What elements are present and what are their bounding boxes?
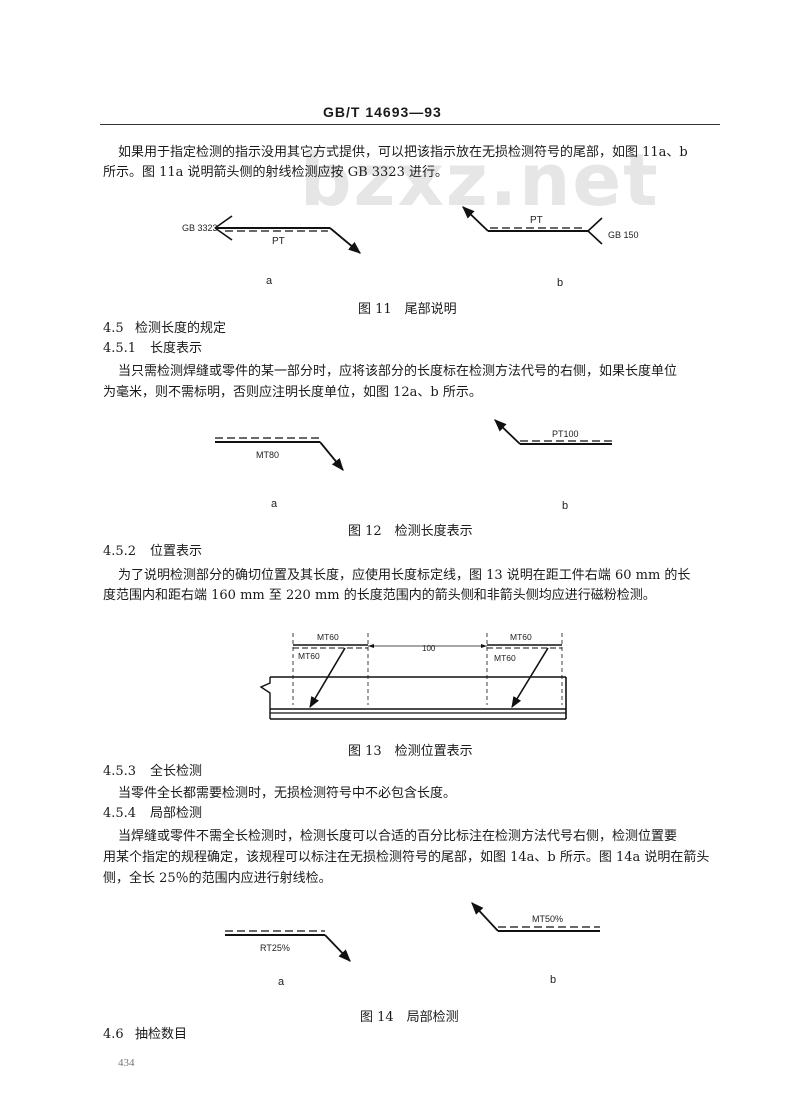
fig11-label-b: b: [557, 277, 563, 289]
section-4-5-4-number: 4.5.4: [103, 806, 137, 821]
section-4-5-number: 4.5: [103, 321, 124, 336]
intro-line-2: 所示。图 11a 说明箭头侧的射线检测应按 GB 3323 进行。: [103, 165, 448, 180]
fig12b-label: PT100: [552, 429, 579, 439]
header-rule: [100, 124, 720, 125]
figure-13: MT60 MT60 100 MT60 MT60: [259, 632, 567, 720]
section-4-6-title: 抽检数目: [135, 1027, 188, 1042]
s453-line-1: 当零件全长都需要检测时，无损检测符号中不必包含长度。: [118, 786, 457, 801]
fig12-label-b: b: [562, 500, 568, 512]
fig11-label-a: a: [266, 275, 273, 287]
fig11b-method: PT: [530, 215, 543, 226]
figure-11b-symbol: PT GB 150: [462, 206, 639, 245]
fig11b-ref: GB 150: [608, 230, 639, 240]
section-4-5-2-title: 位置表示: [150, 544, 203, 559]
fig14b-label: MT50%: [532, 914, 563, 924]
fig13-left-bottom: MT60: [298, 651, 320, 661]
figure-14: RT25% MT50% a b: [225, 902, 600, 988]
s451-line-2: 为毫米，则不需标明，否则应注明长度单位，如图 12a、b 所示。: [103, 385, 482, 400]
fig14-label-a: a: [278, 976, 285, 988]
fig13-caption: 图 13 检测位置表示: [348, 744, 473, 759]
fig14-label-b: b: [550, 974, 556, 986]
section-4-5-1-title: 长度表示: [150, 341, 203, 356]
section-4-6-number: 4.6: [103, 1027, 124, 1042]
fig12-label-a: a: [271, 498, 278, 510]
fig11a-method: PT: [272, 236, 285, 247]
figure-12a-symbol: MT80: [215, 437, 344, 471]
figure-11: GB 3323 PT PT GB 150 a b: [182, 206, 639, 289]
section-4-5-3-title: 全长检测: [150, 764, 203, 779]
figure-14a-symbol: RT25%: [225, 930, 351, 962]
section-4-5-2-number: 4.5.2: [103, 544, 137, 559]
section-4-5-1-number: 4.5.1: [103, 341, 137, 356]
section-4-5-4-title: 局部检测: [150, 806, 203, 821]
fig13-left-top: MT60: [317, 632, 339, 642]
figure-14b-symbol: MT50%: [471, 902, 600, 932]
s451-line-1: 当只需检测焊缝或零件的某一部分时，应将该部分的长度标在检测方法代号的右侧，如果长…: [118, 364, 678, 379]
fig11-caption: 图 11 尾部说明: [358, 302, 457, 317]
fig11a-ref: GB 3323: [182, 223, 218, 233]
s454-line-1: 当焊缝或零件不需全长检测时，检测长度可以合适的百分比标注在检测方法代号右侧，检测…: [118, 829, 678, 844]
fig14-caption: 图 14 局部检测: [360, 1010, 459, 1025]
workpiece: [259, 676, 567, 720]
s452-line-2: 度范围内和距右端 160 mm 至 220 mm 的长度范围内的箭头侧和非箭头侧…: [103, 588, 656, 603]
section-4-5-title: 检测长度的规定: [135, 321, 227, 336]
s452-line-1: 为了说明检测部分的确切位置及其长度，应使用长度标定线，图 13 说明在距工件右端…: [118, 568, 691, 583]
page-number: 434: [118, 1057, 135, 1069]
figure-11a-symbol: GB 3323 PT: [182, 215, 361, 254]
fig12-caption: 图 12 检测长度表示: [348, 524, 473, 539]
intro-line-1: 如果用于指定检测的指示没用其它方式提供，可以把该指示放在无损检测符号的尾部，如图…: [118, 145, 688, 160]
standard-code: GB/T 14693—93: [323, 104, 442, 120]
figure-12b-symbol: PT100: [494, 419, 612, 445]
fig13-right-top: MT60: [510, 632, 532, 642]
fig13-dimension: 100: [422, 644, 436, 653]
fig13-right-bottom: MT60: [494, 653, 516, 663]
figure-12: MT80 PT100 a b: [215, 419, 612, 512]
fig12a-label: MT80: [256, 450, 279, 460]
watermark: bzxz.net: [300, 138, 660, 222]
fig14a-label: RT25%: [260, 943, 290, 953]
s454-line-3: 侧，全长 25％的范围内应进行射线检。: [103, 871, 332, 886]
s454-line-2: 用某个指定的规程确定，该规程可以标注在无损检测符号的尾部，如图 14a、b 所示…: [103, 850, 710, 865]
section-4-5-3-number: 4.5.3: [103, 764, 137, 779]
